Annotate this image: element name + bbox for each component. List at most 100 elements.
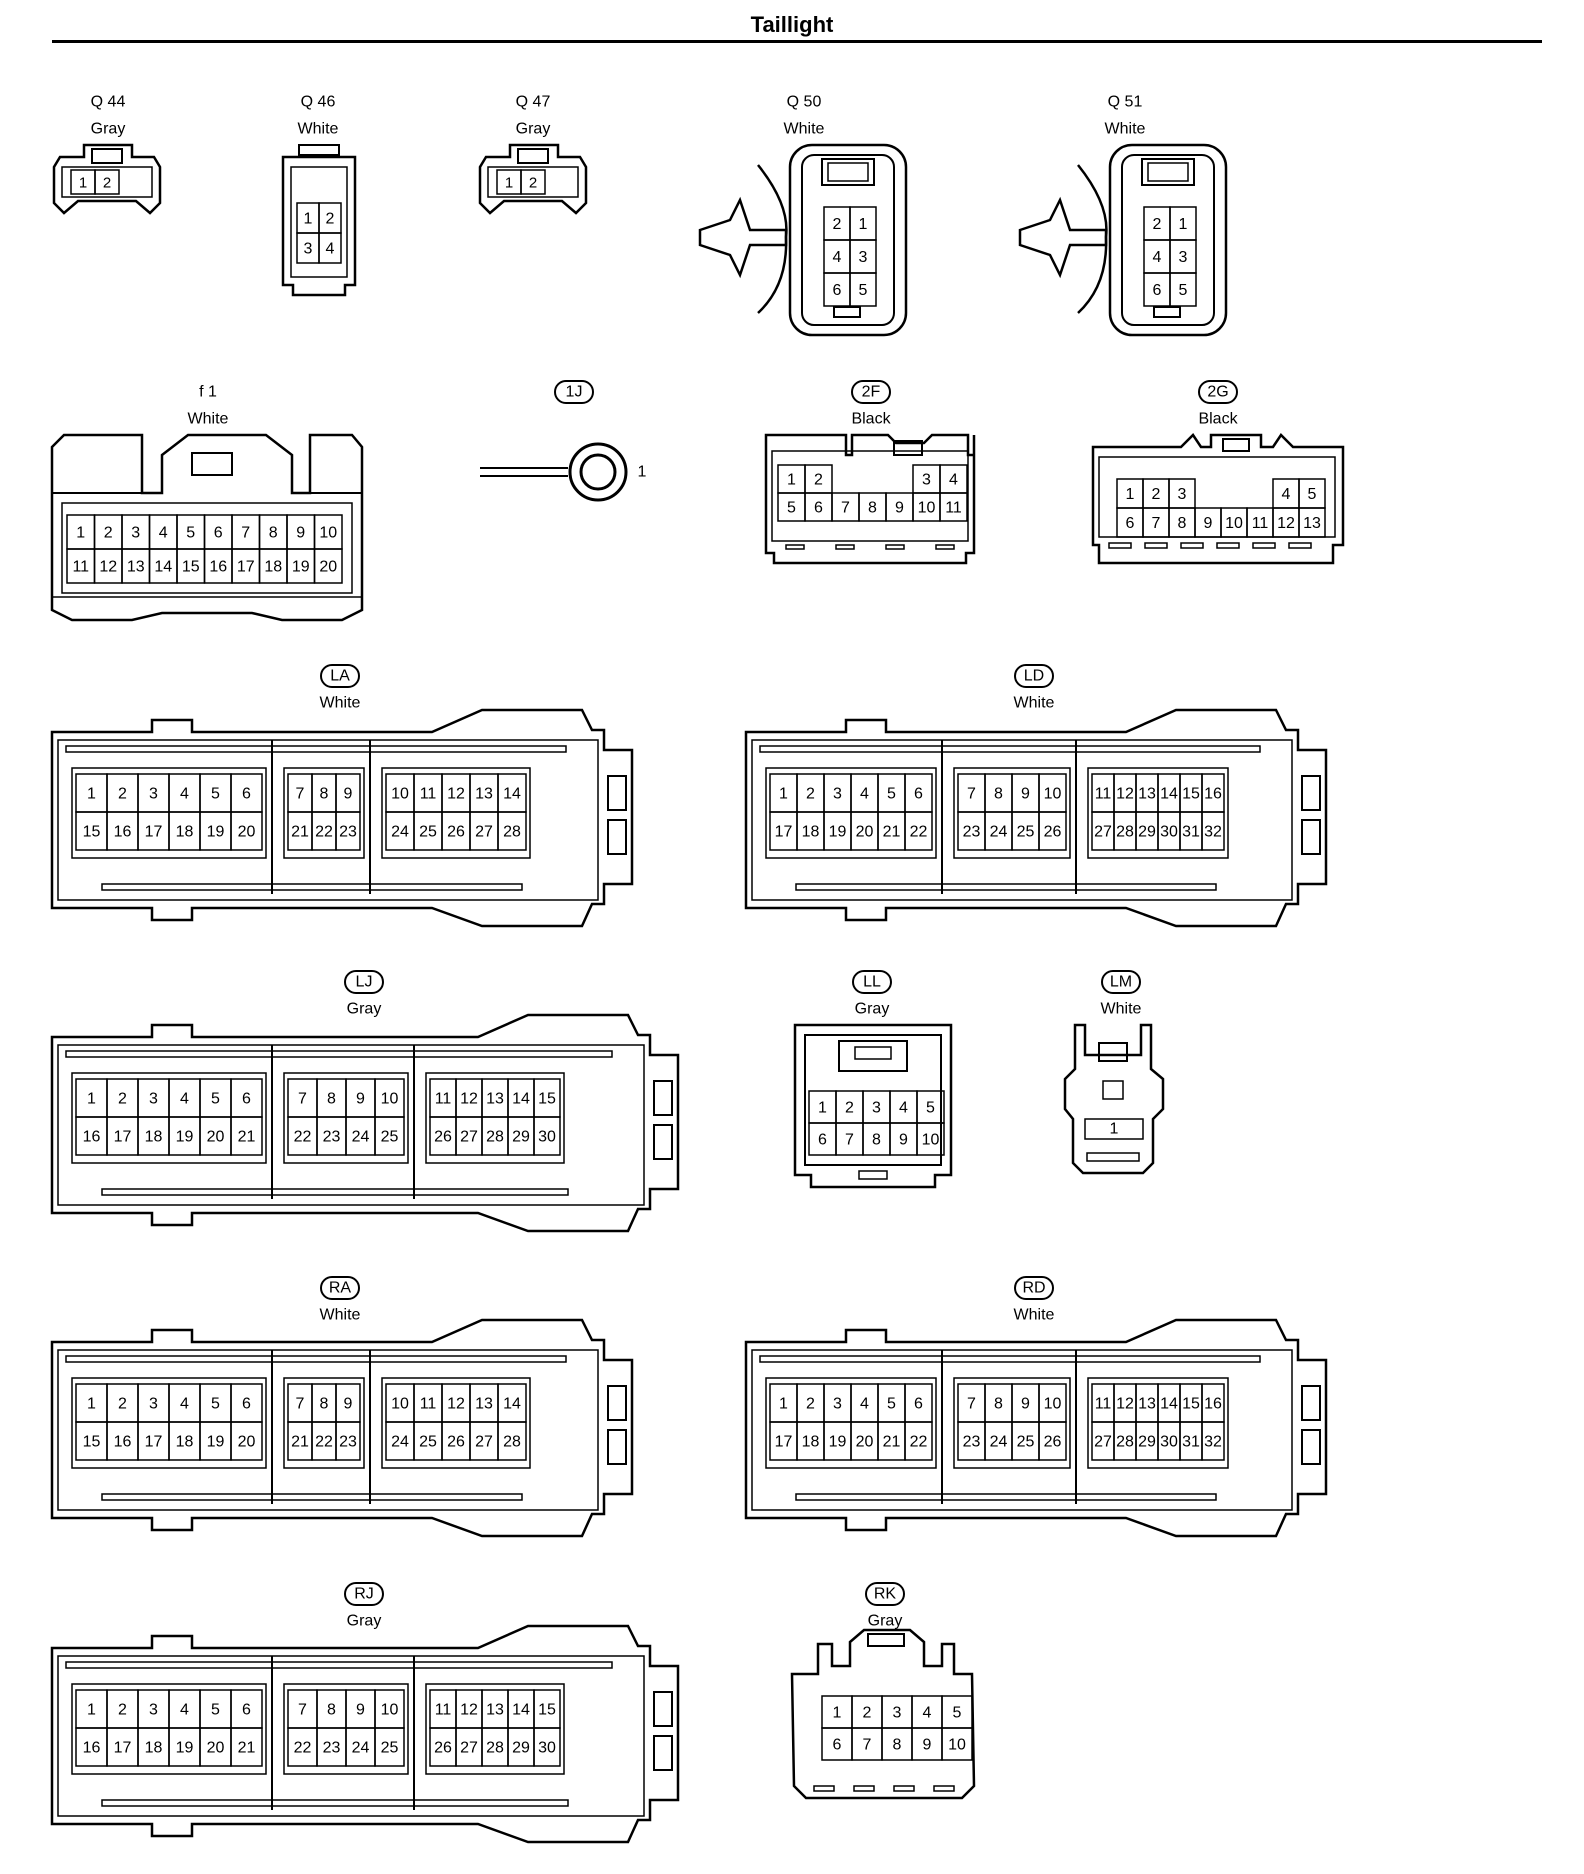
connector-code-badge (865, 1582, 905, 1606)
pin-number: 6 (1126, 515, 1135, 532)
pin-number: 7 (241, 525, 250, 542)
pin-number: 27 (475, 824, 493, 841)
pin-number: 1 (1179, 216, 1188, 233)
pin-number: 21 (883, 824, 901, 841)
pin-number: 15 (83, 1434, 101, 1451)
pin-number: 2 (845, 1100, 854, 1117)
pin-number: 1 (859, 216, 868, 233)
pin-number: 3 (1179, 249, 1188, 266)
pin-cell (230, 1421, 263, 1461)
pin-number: 1 (87, 786, 96, 803)
connector-color: White (1014, 695, 1055, 712)
pin-number: 13 (475, 1396, 493, 1413)
pin-number: 10 (1225, 515, 1243, 532)
pin-number: 16 (83, 1740, 101, 1757)
pin-number: 4 (949, 472, 958, 489)
pin-number: 23 (339, 1434, 357, 1451)
pin-number: 4 (923, 1705, 932, 1722)
pin-number: 25 (381, 1129, 399, 1146)
connector-code: 2G (1207, 384, 1228, 401)
pin-number: 29 (1138, 824, 1156, 841)
connector-code: Q 47 (516, 94, 551, 111)
pin-number: 4 (899, 1100, 908, 1117)
pin-number: 4 (180, 1702, 189, 1719)
connector-code: RK (874, 1586, 897, 1603)
pin-number: 28 (486, 1740, 504, 1757)
pin-number: 1 (779, 786, 788, 803)
pin-number: 18 (802, 824, 820, 841)
pin-number: 1 (638, 464, 647, 481)
pin-number: 6 (833, 1737, 842, 1754)
pin-number: 19 (207, 824, 225, 841)
pin-number: 8 (1178, 515, 1187, 532)
connector-code-badge (344, 970, 384, 994)
pin-number: 5 (887, 1396, 896, 1413)
pin-number: 4 (833, 249, 842, 266)
pin-number: 26 (1044, 1434, 1062, 1451)
pin-number: 3 (149, 1396, 158, 1413)
pin-number: 7 (298, 1091, 307, 1108)
pin-number: 29 (512, 1740, 530, 1757)
pin-cell (849, 272, 877, 307)
connector-code: Q 51 (1108, 94, 1143, 111)
pin-number: 10 (918, 500, 936, 517)
title-rule (52, 40, 1542, 43)
pin-number: 4 (159, 525, 168, 542)
pin-number: 3 (149, 1091, 158, 1108)
pin-number: 6 (242, 786, 251, 803)
connector-code: LD (1024, 668, 1044, 685)
connector-code: LL (863, 974, 881, 991)
pin-number: 1 (787, 472, 796, 489)
connector-code: f 1 (199, 384, 217, 401)
pin-number: 20 (319, 559, 337, 576)
pin-number: 19 (829, 824, 847, 841)
pin-number: 7 (845, 1132, 854, 1149)
pin-number: 24 (352, 1129, 370, 1146)
pin-number: 11 (1252, 515, 1269, 532)
pin-number: 30 (538, 1129, 556, 1146)
pin-number: 7 (841, 500, 850, 517)
pin-number: 2 (118, 1702, 127, 1719)
pin-cell (1201, 1421, 1225, 1461)
pin-number: 10 (1044, 786, 1062, 803)
pin-number: 1 (87, 1396, 96, 1413)
pin-number: 18 (264, 559, 282, 576)
pin-number: 19 (292, 559, 310, 576)
pin-cell (939, 492, 968, 522)
pin-number: 19 (176, 1129, 194, 1146)
pin-number: 19 (207, 1434, 225, 1451)
pin-number: 7 (296, 1396, 305, 1413)
pin-number: 8 (994, 786, 1003, 803)
pin-number: 13 (486, 1091, 504, 1108)
pin-number: 2 (118, 1396, 127, 1413)
pin-number: 20 (207, 1129, 225, 1146)
pin-number: 1 (304, 211, 313, 228)
pin-number: 2 (104, 525, 113, 542)
pin-number: 9 (899, 1132, 908, 1149)
connector-color: White (320, 1307, 361, 1324)
pin-number: 5 (211, 1396, 220, 1413)
connector-code: RD (1022, 1280, 1045, 1297)
pin-cell (335, 1421, 361, 1461)
pin-number: 11 (1095, 786, 1112, 803)
pin-cell (1201, 811, 1225, 851)
pin-number: 26 (434, 1129, 452, 1146)
pin-number: 3 (149, 1702, 158, 1719)
pin-number: 5 (211, 1702, 220, 1719)
pin-number: 18 (176, 1434, 194, 1451)
pin-number: 1 (833, 1705, 842, 1722)
pin-cell (1038, 1421, 1067, 1461)
pin-number: 8 (327, 1702, 336, 1719)
pin-number: 23 (339, 824, 357, 841)
pin-number: 25 (1017, 824, 1035, 841)
pin-number: 27 (1094, 824, 1112, 841)
connector-code: Q 44 (91, 94, 126, 111)
pin-number: 8 (893, 1737, 902, 1754)
pin-number: 6 (1153, 282, 1162, 299)
connector-color: Gray (91, 121, 126, 138)
